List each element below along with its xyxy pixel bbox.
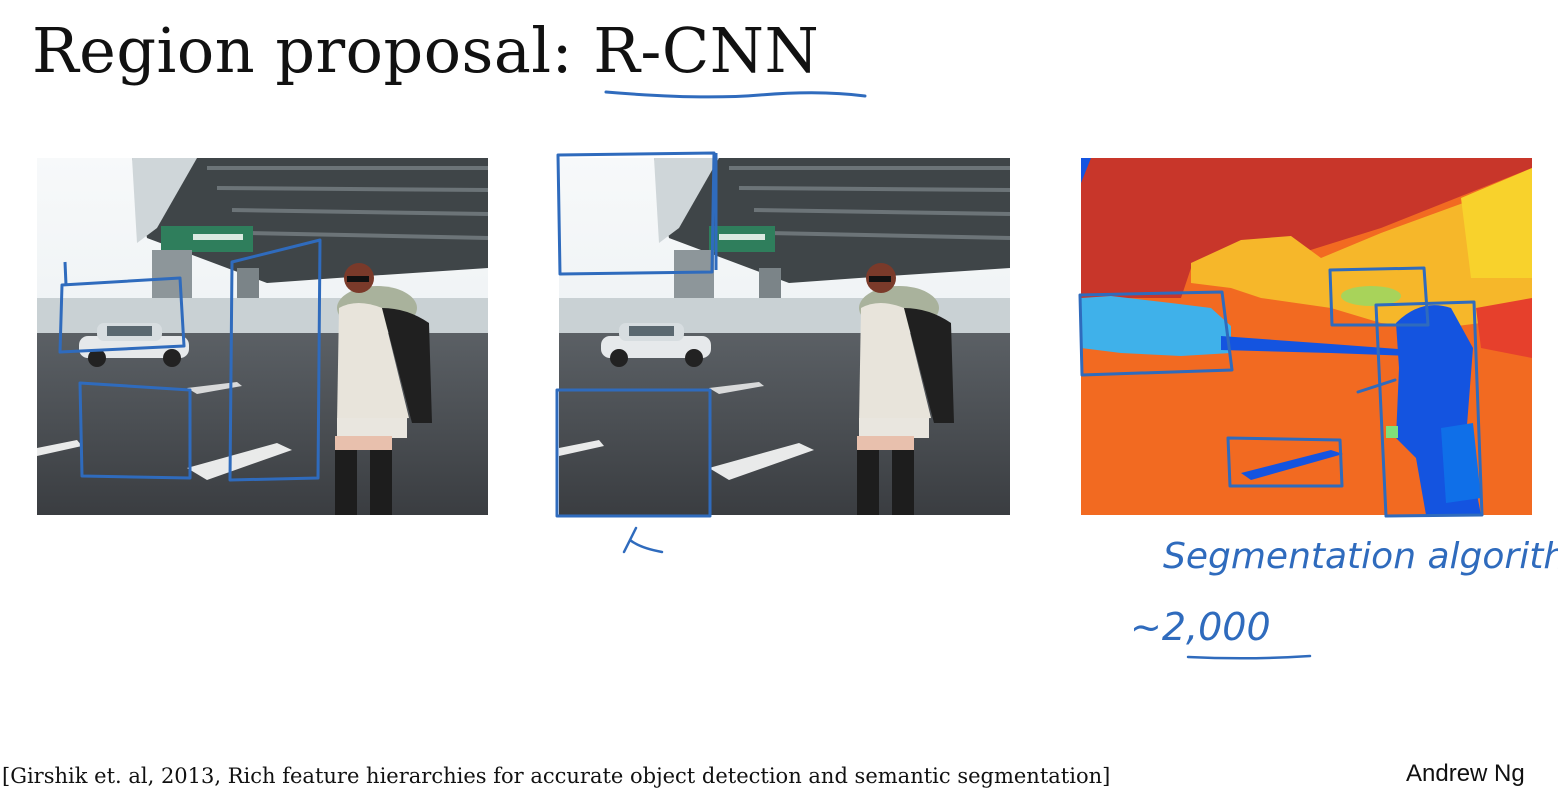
title-prefix: Region proposal: [32,14,594,87]
segmentation-note: Segmentation algorithm [1163,536,1558,577]
slide-title: Region proposal: R-CNN [32,14,819,87]
count-underline [1186,654,1312,660]
title-underline [604,90,867,99]
title-emphasis: R-CNN [593,14,820,87]
arrow-icon [622,526,664,554]
photo-middle [559,158,1010,515]
segmentation-map [1081,158,1532,515]
author-credit: Andrew Ng [1406,760,1525,787]
citation: [Girshik et. al, 2013, Rich feature hier… [2,764,1111,788]
count-note: ~2,000 [1130,605,1271,649]
photo-left [37,158,488,515]
